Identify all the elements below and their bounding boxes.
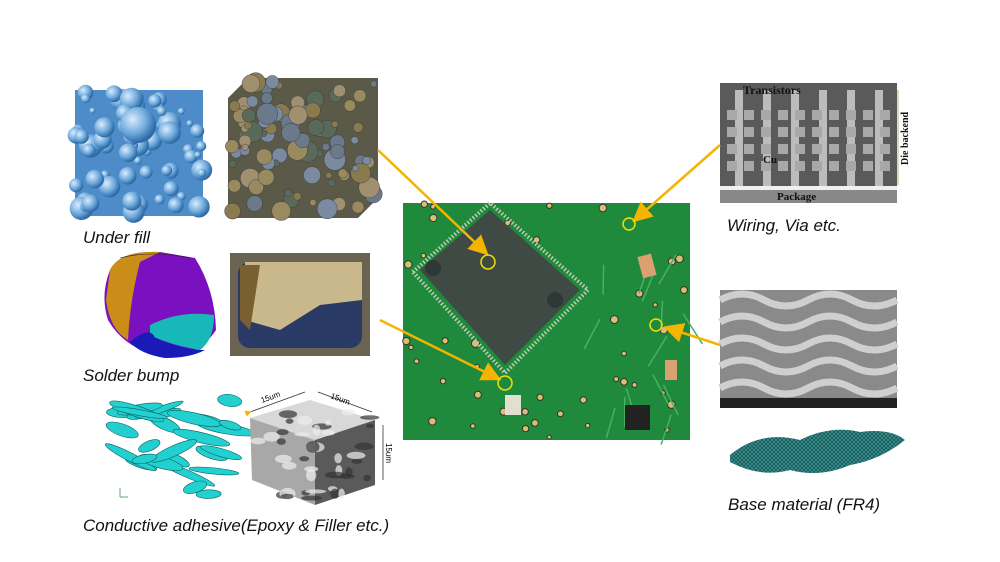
solder-cross-section-image <box>230 253 370 356</box>
wiring-label: Wiring, Via etc. <box>727 216 841 235</box>
connector-arrows <box>377 144 721 381</box>
underfill-label: Under fill <box>83 228 151 247</box>
base-material-label: Base material (FR4) <box>728 495 881 514</box>
highlight-markers <box>480 217 663 391</box>
arrow-base <box>663 323 721 347</box>
package-label: Package <box>777 191 816 203</box>
cu-label: Cu <box>763 154 777 166</box>
die-backend-label: Die backend <box>900 112 911 166</box>
marker-wiring <box>622 217 636 231</box>
arrow-solder <box>379 318 502 381</box>
underfill-cube-image <box>224 72 383 221</box>
pcb-photo <box>402 200 704 445</box>
dim-label-a: 15um <box>260 389 282 404</box>
ic-chip <box>420 210 580 365</box>
dim-label-c: 15um <box>384 443 393 463</box>
arrow-wiring <box>632 144 721 223</box>
solder-bump-model-image <box>104 251 216 358</box>
fr4-mesh-model-image <box>730 429 905 474</box>
dim-label-b: 15um <box>329 391 351 406</box>
wiring-sem-image: Transistors Cu Package Die backend <box>720 83 911 203</box>
conductive-adhesive-label: Conductive adhesive(Epoxy & Filler etc.) <box>83 516 390 535</box>
transistors-label: Transistors <box>743 83 801 97</box>
underfill-sem-image <box>67 84 213 223</box>
adhesive-cube-image: 15um 15um 15um <box>244 389 393 505</box>
adhesive-filler-model-image <box>104 394 256 499</box>
marker-underfill <box>480 254 496 270</box>
axes-triad-icon <box>119 488 128 498</box>
arrow-underfill <box>377 149 489 256</box>
marker-base <box>649 318 663 332</box>
solder-bump-label: Solder bump <box>83 366 180 385</box>
marker-solder <box>497 375 513 391</box>
fr4-sem-image <box>718 290 899 408</box>
